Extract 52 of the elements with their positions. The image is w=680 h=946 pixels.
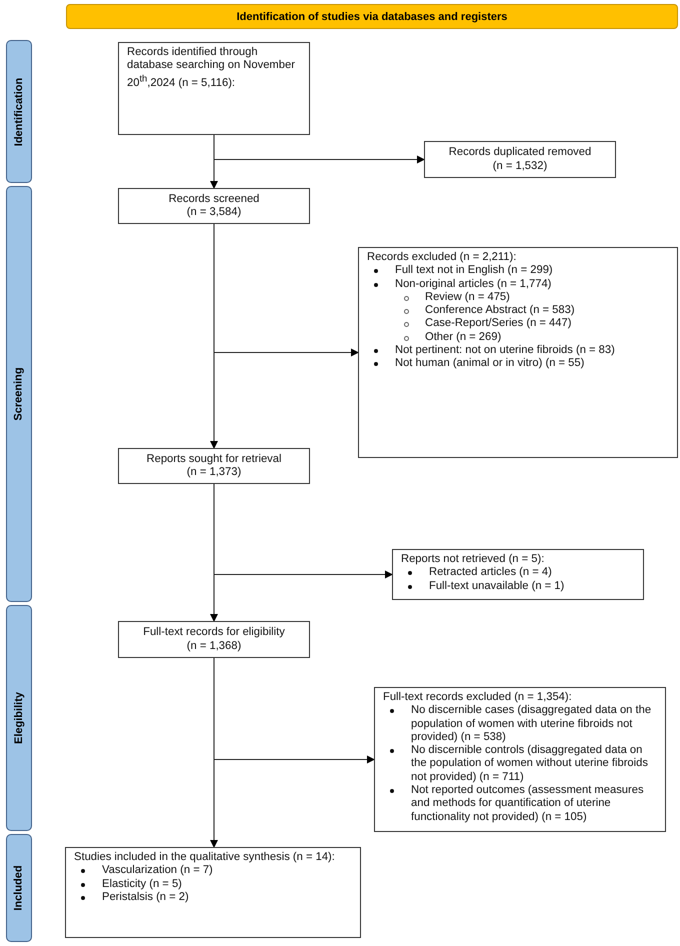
phase-banner — [66, 4, 678, 29]
box-text: Full-text records for eligibility — [143, 626, 285, 640]
list-item: Other (n = 269) — [367, 330, 669, 344]
process-box — [65, 847, 361, 938]
process-box — [118, 42, 310, 135]
banner-title: Identification of studies via databases and registers — [236, 10, 508, 22]
phase-label: Identification — [13, 77, 25, 146]
phase-band — [6, 834, 32, 942]
box-text: (n = 3,584) — [186, 206, 242, 220]
list-item: Not reported outcomes (assessment measures and methods for quantification of uterine functionality not provided) (n = 105) — [383, 784, 657, 824]
arrow — [214, 484, 393, 578]
arrow — [214, 224, 359, 356]
box-text: (n = 1,368) — [186, 640, 242, 653]
list-item: Vascularization (n = 7) — [74, 864, 352, 878]
box-text: Reports not retrieved (n = 5): — [401, 553, 546, 566]
box-text: Reports sought for retrieval — [146, 452, 282, 466]
phase-band — [6, 40, 32, 183]
box-text: Records screened — [168, 192, 260, 206]
list-item: Review (n = 475) — [367, 290, 669, 304]
box-text: Full-text records excluded (n = 1,354): — [383, 691, 573, 704]
list-item: Not human (animal or in vitro) (n = 55) — [367, 357, 669, 371]
process-box — [374, 687, 666, 832]
phase-label: Included — [13, 865, 25, 911]
process-box — [392, 549, 644, 600]
list-item: Full-text unavailable (n = 1) — [401, 580, 635, 593]
arrow — [214, 134, 425, 164]
process-box — [424, 141, 616, 178]
list-item: Retracted articles (n = 4) — [401, 566, 635, 580]
list-item: No discernible controls (disaggregated data on the population of women without uterine fibroids not provided) (n = 711) — [383, 744, 657, 784]
process-box — [118, 188, 310, 224]
phase-band — [6, 605, 32, 831]
box-text: (n = 1,373) — [186, 466, 242, 480]
box-text: Studies included in the qualitative synthesis (n = 14): — [74, 851, 336, 864]
process-box — [118, 621, 310, 658]
box-text: Records excluded (n = 2,211): — [367, 251, 518, 264]
list-item: Conference Abstract (n = 583) — [367, 304, 669, 318]
list-item: Peristalsis (n = 2) — [74, 890, 352, 904]
list-item: Not pertinent: not on uterine fibroids (n = 83) — [367, 344, 669, 358]
phase-band — [6, 186, 32, 602]
list-item: Non-original articles (n = 1,774) — [367, 278, 669, 291]
box-text: Records duplicated removed — [448, 146, 592, 160]
phase-label: Screening — [13, 367, 25, 421]
arrow — [214, 658, 375, 764]
list-item: Case-Report/Series (n = 447) — [367, 317, 669, 331]
process-box — [118, 448, 310, 484]
list-item: Elasticity (n = 5) — [74, 878, 352, 891]
box-text: (n = 1,532) — [492, 160, 548, 173]
list-item: Full text not in English (n = 299) — [367, 264, 669, 278]
box-text: Records identified through database searching on November 20$^{th}$,2024 (n = 5,116): — [127, 46, 296, 91]
list-item: No discernible cases (disaggregated data on the population of women with uterine fibroids not provided) (n = 538) — [383, 704, 657, 744]
phase-label: Elegibility — [13, 692, 25, 744]
process-box — [358, 247, 678, 458]
